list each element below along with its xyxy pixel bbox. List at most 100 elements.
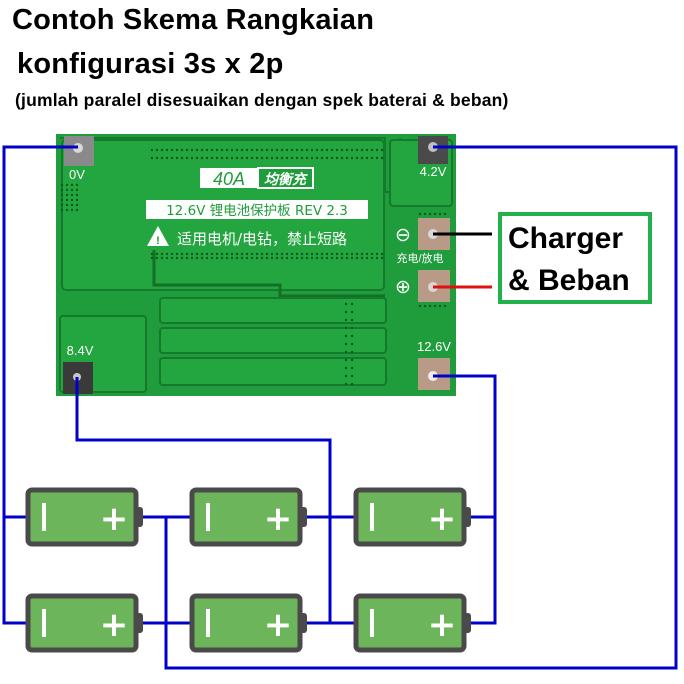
- pcb-via: [220, 156, 224, 160]
- pcb-via: [170, 256, 174, 260]
- pcb-via: [200, 148, 204, 152]
- pcb-via: [75, 193, 79, 197]
- pcb-via: [220, 252, 224, 256]
- pcb-via: [375, 148, 379, 152]
- pcb-via: [355, 148, 359, 152]
- pcb-via: [355, 156, 359, 160]
- pcb-via: [75, 183, 79, 187]
- pcb-via: [175, 256, 179, 260]
- battery-plus-icon: +: [100, 605, 129, 645]
- pcb-via: [270, 148, 274, 152]
- pcb-via: [200, 256, 204, 260]
- pcb-via: [60, 208, 64, 212]
- pcb-via: [190, 148, 194, 152]
- pcb-via: [150, 256, 154, 260]
- pcb-via: [344, 374, 348, 378]
- pcb-via: [265, 156, 269, 160]
- pcb-via: [170, 156, 174, 160]
- pcb-via: [260, 256, 264, 260]
- pcb-via: [240, 148, 244, 152]
- pcb-via: [180, 148, 184, 152]
- pcb-via: [195, 156, 199, 160]
- title-line-2: konfigurasi 3s x 2p: [17, 48, 284, 80]
- pad-0v: 0V: [64, 136, 94, 182]
- battery-minus-icon: [370, 609, 374, 637]
- pcb-via: [185, 252, 189, 256]
- pcb-via: [65, 188, 69, 192]
- battery-cell: +: [25, 593, 143, 653]
- pcb-via: [155, 156, 159, 160]
- pcb-via: [300, 148, 304, 152]
- pcb-via: [150, 156, 154, 160]
- pcb-via: [370, 256, 374, 260]
- pcb-via: [250, 252, 254, 256]
- pcb-via: [320, 156, 324, 160]
- pcb-via: [175, 148, 179, 152]
- pcb-via: [320, 256, 324, 260]
- pcb-via: [210, 148, 214, 152]
- pcb-via: [215, 256, 219, 260]
- pcb-via: [155, 148, 159, 152]
- pcb-via: [335, 256, 339, 260]
- pcb-via: [344, 326, 348, 330]
- pcb-via: [370, 148, 374, 152]
- pcb-via: [344, 302, 348, 306]
- pcb-via: [235, 256, 239, 260]
- pcb-via: [190, 256, 194, 260]
- pcb-via: [340, 252, 344, 256]
- bms-pcb-board: 40A 均衡充 12.6V 锂电池保护板 REV 2.3 ! 适用电机/电钻，禁…: [56, 134, 456, 396]
- pcb-via: [160, 148, 164, 152]
- pcb-via: [350, 350, 354, 354]
- battery-cell: +: [353, 593, 471, 653]
- pcb-via: [250, 148, 254, 152]
- pcb-via: [340, 148, 344, 152]
- pcb-via: [344, 350, 348, 354]
- pcb-via: [325, 256, 329, 260]
- pcb-via: [350, 256, 354, 260]
- warning-icon-mark: !: [156, 235, 160, 247]
- pad-8-4v: 8.4V: [67, 343, 94, 358]
- pcb-via: [330, 252, 334, 256]
- battery-terminal: [300, 613, 307, 633]
- pcb-via: [285, 256, 289, 260]
- pcb-via: [60, 203, 64, 207]
- pcb-vias: [60, 148, 447, 386]
- pcb-via: [320, 252, 324, 256]
- pcb-via: [160, 256, 164, 260]
- pcb-via: [345, 256, 349, 260]
- pcb-via: [165, 252, 169, 256]
- pcb-via: [285, 148, 289, 152]
- pcb-via: [280, 252, 284, 256]
- pcb-via: [345, 148, 349, 152]
- pcb-via: [165, 148, 169, 152]
- pcb-via: [350, 366, 354, 370]
- pcb-via: [340, 156, 344, 160]
- pcb-via: [230, 148, 234, 152]
- pcb-via: [340, 256, 344, 260]
- pad-12-6v: 12.6V: [417, 339, 451, 390]
- pcb-via: [375, 256, 379, 260]
- pcb-via: [285, 156, 289, 160]
- pcb-via: [380, 156, 384, 160]
- pcb-via: [295, 156, 299, 160]
- pcb-via: [65, 193, 69, 197]
- pcb-via: [180, 252, 184, 256]
- pcb-via: [70, 198, 74, 202]
- pcb-via: [270, 156, 274, 160]
- pcb-via: [300, 256, 304, 260]
- pcb-via: [245, 256, 249, 260]
- pcb-via: [230, 156, 234, 160]
- pcb-via: [260, 252, 264, 256]
- pcb-via: [180, 156, 184, 160]
- pcb-via: [423, 304, 427, 308]
- pcb-via: [344, 358, 348, 362]
- pcb-via: [443, 304, 447, 308]
- pcb-via: [210, 156, 214, 160]
- pcb-via: [200, 252, 204, 256]
- pcb-via: [70, 203, 74, 207]
- pcb-via: [344, 366, 348, 370]
- pcb-via: [200, 156, 204, 160]
- pcb-via: [360, 256, 364, 260]
- title-subtitle: (jumlah paralel disesuaikan dengan spek …: [15, 90, 509, 110]
- pcb-via: [350, 326, 354, 330]
